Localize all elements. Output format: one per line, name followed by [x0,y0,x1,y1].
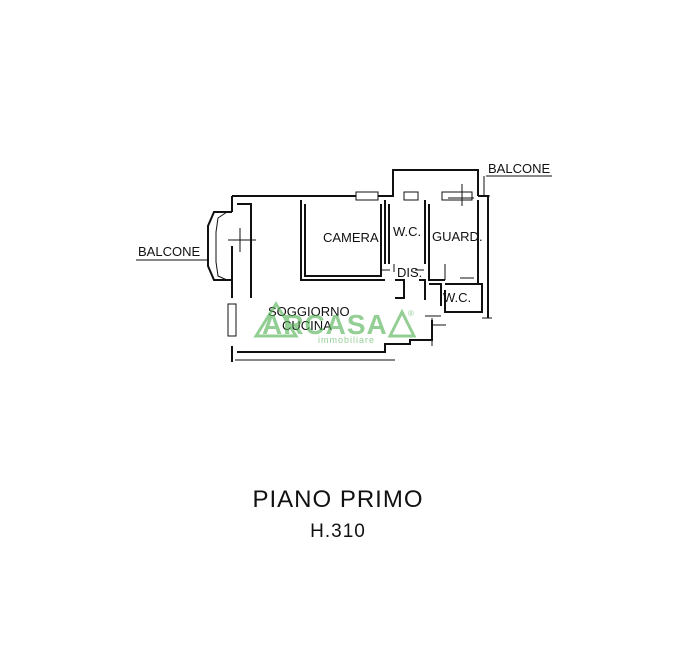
floor-height: H.310 [310,521,366,542]
watermark-mark: ® [408,309,414,318]
floor-title: PIANO PRIMO [252,486,424,513]
balcone-top-label: BALCONE [488,161,550,176]
guardaroba-label: GUARD. [432,229,483,244]
left-balcony [207,211,256,281]
logo-house-icon [253,301,299,338]
wc-bottom-label: W.C. [443,290,471,305]
watermark-brand: ARCASA [262,309,388,340]
left-window [227,303,237,337]
watermark-logo: ARCASA immobiliare ® [253,301,417,345]
balcone-left-label-group: BALCONE [136,244,208,261]
soggiorno-label: SOGGIORNO [268,304,350,319]
logo-house-icon-right [387,308,417,338]
wc-top-label: W.C. [393,224,421,239]
interior-walls [300,200,483,346]
camera-label: CAMERA [323,230,379,245]
balcone-top-label-group: BALCONE [486,161,552,177]
balcone-left-label: BALCONE [138,244,200,259]
cucina-label: CUCINA [282,318,332,333]
watermark-subtitle: immobiliare [318,335,375,345]
dis-label: DIS. [397,265,422,280]
top-balcony [355,169,478,206]
right-extension-lines [478,176,492,319]
